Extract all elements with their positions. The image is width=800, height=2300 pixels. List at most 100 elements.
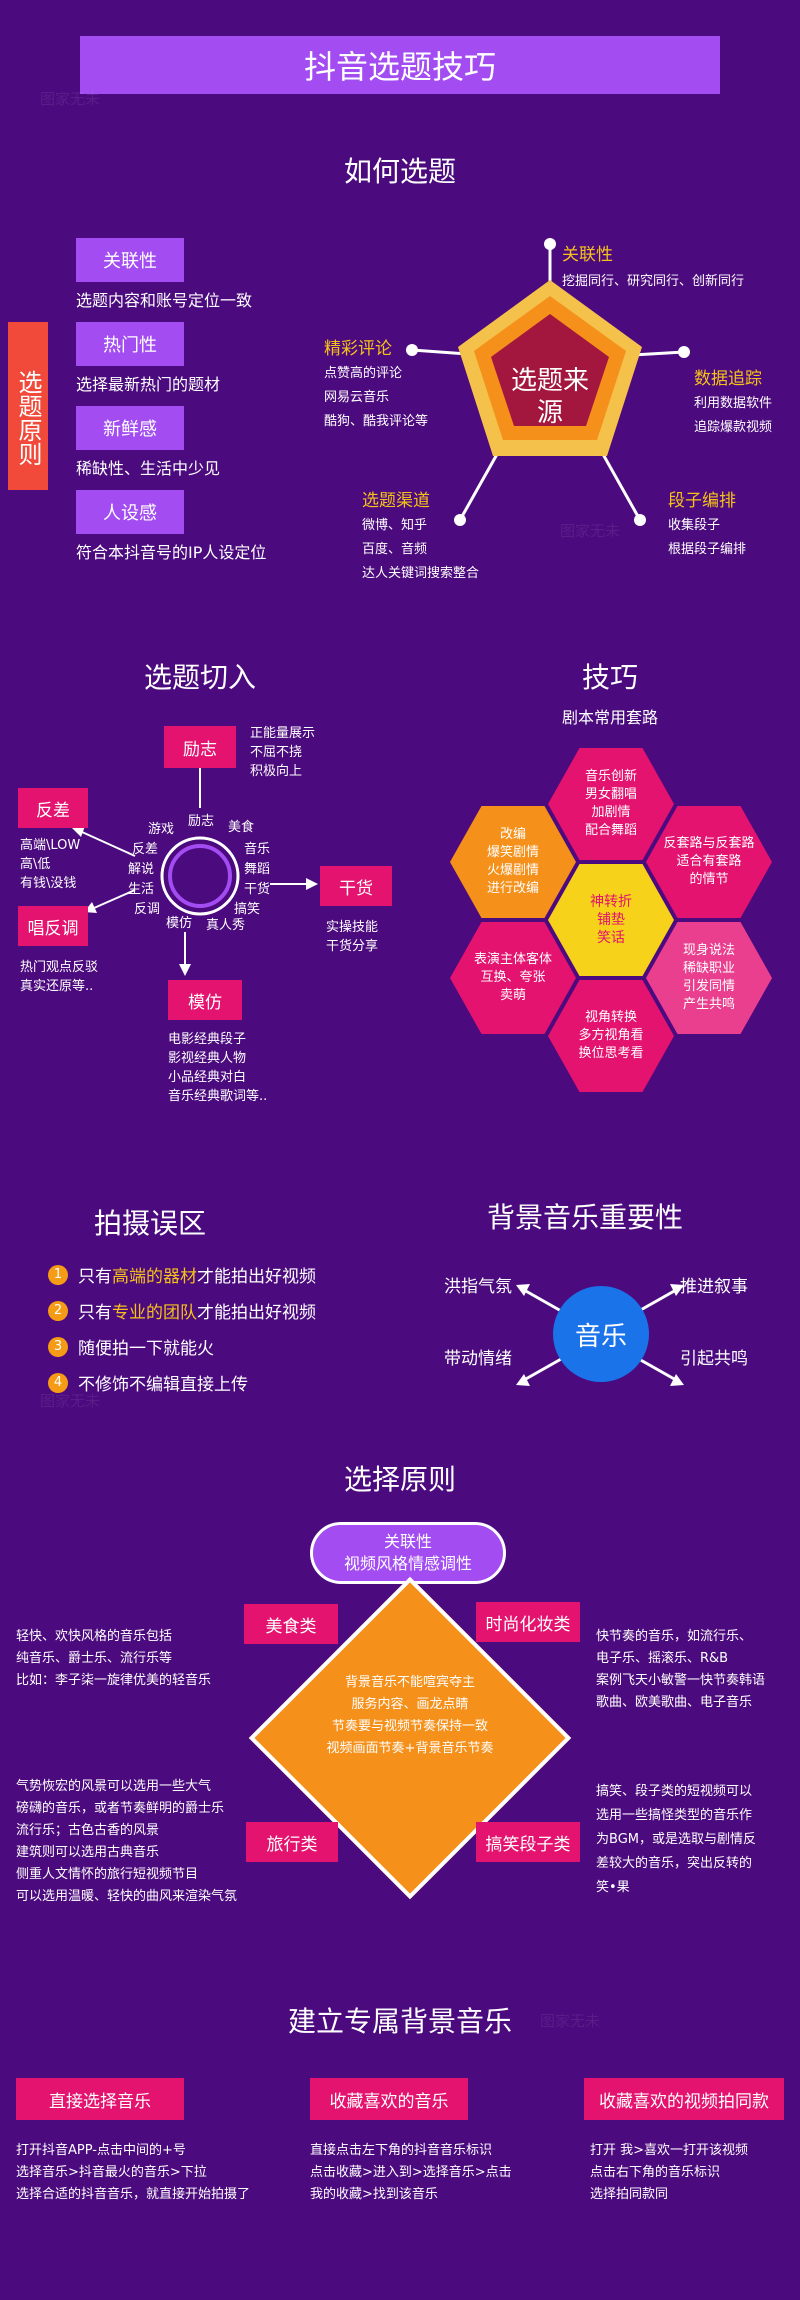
entry-desc-line: 干货分享 [326, 939, 379, 954]
source-desc: 点赞高的评论 [324, 366, 403, 381]
misconception-item: 3 随便拍一下就能火 [48, 1334, 214, 1359]
source-desc: 达人关键词搜索整合 [362, 566, 480, 581]
entry-box-ganhuo: 干货 [320, 866, 392, 906]
skills-subtitle: 剧本常用套路 [561, 708, 658, 727]
entry-desc-line: 热门观点反驳 [20, 960, 99, 975]
desc-line: 选用一些搞怪类型的音乐作 [596, 1808, 753, 1823]
category-box-comedy: 搞笑段子类 [476, 1822, 580, 1862]
desc-line: 选择合适的抖音音乐，就直接开始拍摄了 [16, 2187, 251, 2202]
wheel-word: 模仿 [166, 916, 193, 931]
bgm-method-desc: 直接点击左下角的抖音音乐标识 点击收藏>进入到>选择音乐>点击 我的收藏>找到该… [310, 2140, 512, 2206]
hex-text: 反套路与反套路 适合有套路 的情节 [663, 836, 755, 887]
entry-desc-line: 小品经典对白 [168, 1070, 247, 1085]
principle-box: 新鲜感 [76, 406, 184, 450]
music-effect-label: 推进叙事 [680, 1277, 748, 1297]
section-misconceptions-title: 拍摄误区 [93, 1207, 206, 1240]
script-hex: 反套路与反套路 适合有套路 的情节 [646, 806, 772, 918]
desc-line: 流行乐；古色古香的风景 [16, 1823, 160, 1838]
script-hex-center: 神转折 铺垫 笑话 [548, 864, 674, 976]
desc-line: 搞笑、段子类的短视频可以 [596, 1784, 753, 1799]
item-text: 只有 [78, 1267, 112, 1287]
source-title: 关联性 [562, 245, 613, 265]
entry-desc: 热门观点反驳 真实还原等.. [20, 958, 98, 996]
source-desc: 根据段子编排 [668, 542, 747, 557]
music-effect-label: 引起共鸣 [680, 1349, 748, 1369]
desc-line: 案例飞天小敏警一快节奏韩语 [596, 1673, 766, 1688]
diamond-line: 背景音乐不能喧宾夺主 [344, 1675, 475, 1690]
source-desc: 收集段子 [668, 518, 721, 533]
entry-desc: 电影经典段子 影视经典人物 小品经典对白 音乐经典歌词等.. [168, 1030, 267, 1106]
section-selection-principles-title: 选择原则 [343, 1463, 456, 1496]
wheel-word: 励志 [188, 814, 215, 829]
script-hex: 现身说法 稀缺职业 引发同情 产生共鸣 [646, 922, 772, 1034]
desc-line: 侧重人文情怀的旅行短视频节目 [16, 1867, 199, 1882]
entry-desc: 实操技能 干货分享 [326, 918, 378, 956]
source-desc: 微博、知乎 [362, 518, 428, 533]
wheel-word: 解说 [128, 862, 155, 877]
source-desc: 利用数据软件 [694, 396, 773, 411]
number-badge: 3 [48, 1336, 68, 1357]
music-effect-label: 洪指气氛 [444, 1277, 512, 1297]
page-title-banner: 抖音选题技巧 [80, 36, 720, 94]
source-desc: 网易云音乐 [324, 390, 390, 405]
source-title: 选题渠道 [362, 491, 430, 511]
hex-text: 改编 爆笑剧情 火爆剧情 进行改编 [486, 827, 539, 896]
diamond-line: 视频画面节奏+背景音乐节奏 [326, 1741, 494, 1756]
principle-box: 人设感 [76, 490, 184, 534]
item-text: 才能拍出好视频 [197, 1303, 316, 1323]
source-title: 数据追踪 [694, 369, 762, 389]
entry-box-changfandiao: 唱反调 [18, 906, 88, 946]
desc-line: 笑•果 [596, 1880, 630, 1895]
category-box-food: 美食类 [244, 1604, 338, 1644]
entry-desc: 高端\LOW 高\低 有钱\没钱 [20, 836, 80, 893]
principle-desc: 符合本抖音号的IP人设定位 [76, 543, 267, 562]
section-build-bgm-title: 建立专属背景音乐 [287, 2005, 512, 2038]
desc-line: 磅礴的音乐，或者节奏鲜明的爵士乐 [16, 1801, 225, 1816]
wheel-word: 干货 [244, 882, 271, 897]
principle-box: 热门性 [76, 322, 184, 366]
desc-line: 纯音乐、爵士乐、流行乐等 [16, 1651, 173, 1666]
pentagon-inner [491, 314, 609, 426]
script-hex: 改编 爆笑剧情 火爆剧情 进行改编 [450, 806, 576, 918]
category-desc-travel: 气势恢宏的风景可以选用一些大气 磅礴的音乐，或者节奏鲜明的爵士乐 流行乐；古色古… [16, 1776, 237, 1908]
bgm-method-box: 直接选择音乐 [16, 2078, 184, 2120]
source-center-label: 选题来源 [510, 366, 589, 428]
desc-line: 歌曲、欧美歌曲、电子音乐 [596, 1695, 753, 1710]
item-highlight: 专业的团队 [112, 1303, 197, 1323]
source-title: 精彩评论 [324, 339, 392, 359]
number-badge: 2 [48, 1300, 68, 1321]
entry-desc-line: 积极向上 [250, 764, 303, 779]
section-how-to-choose-title: 如何选题 [343, 155, 456, 188]
misconception-item: 1 只有高端的器材才能拍出好视频 [48, 1262, 316, 1287]
script-hex: 视角转换 多方视角看 换位思考看 [548, 980, 674, 1092]
bgm-method-box: 收藏喜欢的视频拍同款 [584, 2078, 784, 2120]
desc-line: 直接点击左下角的抖音音乐标识 [310, 2143, 493, 2158]
entry-desc: 正能量展示 不屈不挠 积极向上 [250, 724, 315, 781]
source-desc: 百度、音频 [362, 542, 428, 557]
misconception-item: 2 只有专业的团队才能拍出好视频 [48, 1298, 316, 1323]
wheel-word: 音乐 [244, 842, 271, 857]
desc-line: 选择拍同款同 [590, 2187, 669, 2202]
category-box-travel: 旅行类 [246, 1822, 338, 1862]
diamond-line: 服务内容、画龙点睛 [351, 1697, 469, 1712]
entry-desc-line: 电影经典段子 [168, 1032, 247, 1047]
desc-line: 可以选用温暖、轻快的曲风来渲染气氛 [16, 1889, 238, 1904]
desc-line: 我的收藏>找到该音乐 [310, 2187, 438, 2202]
relevance-pill: 关联性 视频风格情感调性 [310, 1522, 506, 1584]
principles-vertical-label: 选题原则 [8, 322, 48, 490]
desc-line: 打开 我>喜欢一打开该视频 [590, 2143, 749, 2158]
entry-box-lizhi: 励志 [164, 726, 236, 768]
section-bgm-importance-title: 背景音乐重要性 [486, 1201, 683, 1234]
pill-line: 关联性 [383, 1532, 432, 1551]
entry-desc-line: 不屈不挠 [250, 745, 303, 760]
hex-text: 表演主体客体 互换、夸张 卖萌 [473, 952, 552, 1003]
bgm-method-desc: 打开 我>喜欢一打开该视频 点击右下角的音乐标识 选择拍同款同 [590, 2140, 748, 2206]
item-text: 才能拍出好视频 [197, 1267, 316, 1287]
entry-desc-line: 实操技能 [326, 920, 379, 935]
category-desc-food: 轻快、欢快风格的音乐包括 纯音乐、爵士乐、流行乐等 比如：李子柒一旋律优美的轻音… [16, 1626, 211, 1692]
watermark: 图家无未 [40, 90, 101, 108]
category-desc-fashion: 快节奏的音乐，如流行乐、 电子乐、摇滚乐、R&B 案例飞天小敏警一快节奏韩语 歌… [596, 1626, 765, 1714]
desc-line: 点击收藏>进入到>选择音乐>点击 [310, 2165, 512, 2180]
music-effect-label: 带动情绪 [444, 1349, 512, 1369]
entry-desc-line: 真实还原等.. [20, 979, 94, 994]
